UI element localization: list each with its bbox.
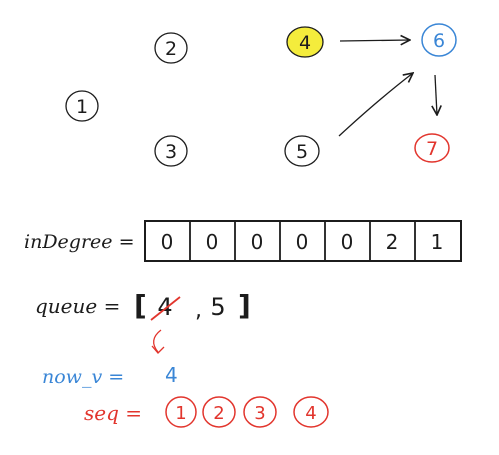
dequeue-arrow [153, 329, 162, 353]
seq-value: 4 [305, 403, 316, 424]
graph-edges [338, 40, 437, 137]
graph-node-5: 5 [284, 135, 320, 167]
node-label: 4 [299, 32, 311, 54]
indegree-array: 0 0 0 0 0 2 1 [144, 220, 462, 262]
queue-open-bracket: [ [134, 289, 147, 322]
graph-node-4-current: 4 [286, 26, 324, 58]
indegree-cell: 0 [341, 230, 354, 254]
queue-label: queue = [35, 294, 120, 318]
queue-item-strike [150, 296, 181, 321]
graph-node-1: 1 [65, 90, 99, 122]
seq-value: 1 [175, 403, 186, 424]
seq-item-2: 2 [202, 396, 236, 428]
indegree-dividers [189, 221, 416, 261]
indegree-cell: 1 [431, 230, 444, 254]
graph-node-3: 3 [154, 135, 188, 167]
seq-item-3: 3 [243, 396, 277, 428]
queue-contents: [ 4 , 5 ] [134, 289, 251, 323]
node-label: 5 [296, 141, 308, 163]
graph-node-7: 7 [414, 133, 450, 163]
node-label: 7 [426, 138, 438, 160]
graph-node-2: 2 [154, 32, 188, 64]
node-label: 2 [165, 38, 177, 60]
node-label: 6 [433, 30, 445, 52]
seq-value: 2 [213, 403, 224, 424]
queue-item-removed: 4 [157, 293, 172, 321]
now-v-value: 4 [165, 363, 178, 387]
now-v-label: now_v = [42, 366, 124, 388]
edge-5-to-6 [338, 73, 413, 137]
indegree-cell: 0 [251, 230, 264, 254]
queue-close-bracket: ] [238, 289, 251, 322]
seq-item-1: 1 [165, 396, 197, 428]
graph-node-6: 6 [421, 23, 457, 57]
indegree-label: inDegree = [24, 231, 134, 253]
dequeue-arrowhead [151, 345, 165, 354]
seq-item-4: 4 [293, 396, 329, 428]
queue-item: 5 [210, 293, 225, 321]
indegree-cell: 2 [386, 230, 399, 254]
node-label: 3 [165, 141, 177, 163]
edge-4-to-6 [339, 40, 410, 41]
node-label: 1 [76, 96, 88, 118]
seq-value: 3 [254, 403, 265, 424]
seq-label: seq = [84, 401, 142, 425]
indegree-cell: 0 [161, 230, 174, 254]
queue-separator: , [195, 298, 202, 323]
edge-6-to-7 [435, 74, 437, 115]
indegree-cell: 0 [206, 230, 219, 254]
indegree-cell: 0 [296, 230, 309, 254]
